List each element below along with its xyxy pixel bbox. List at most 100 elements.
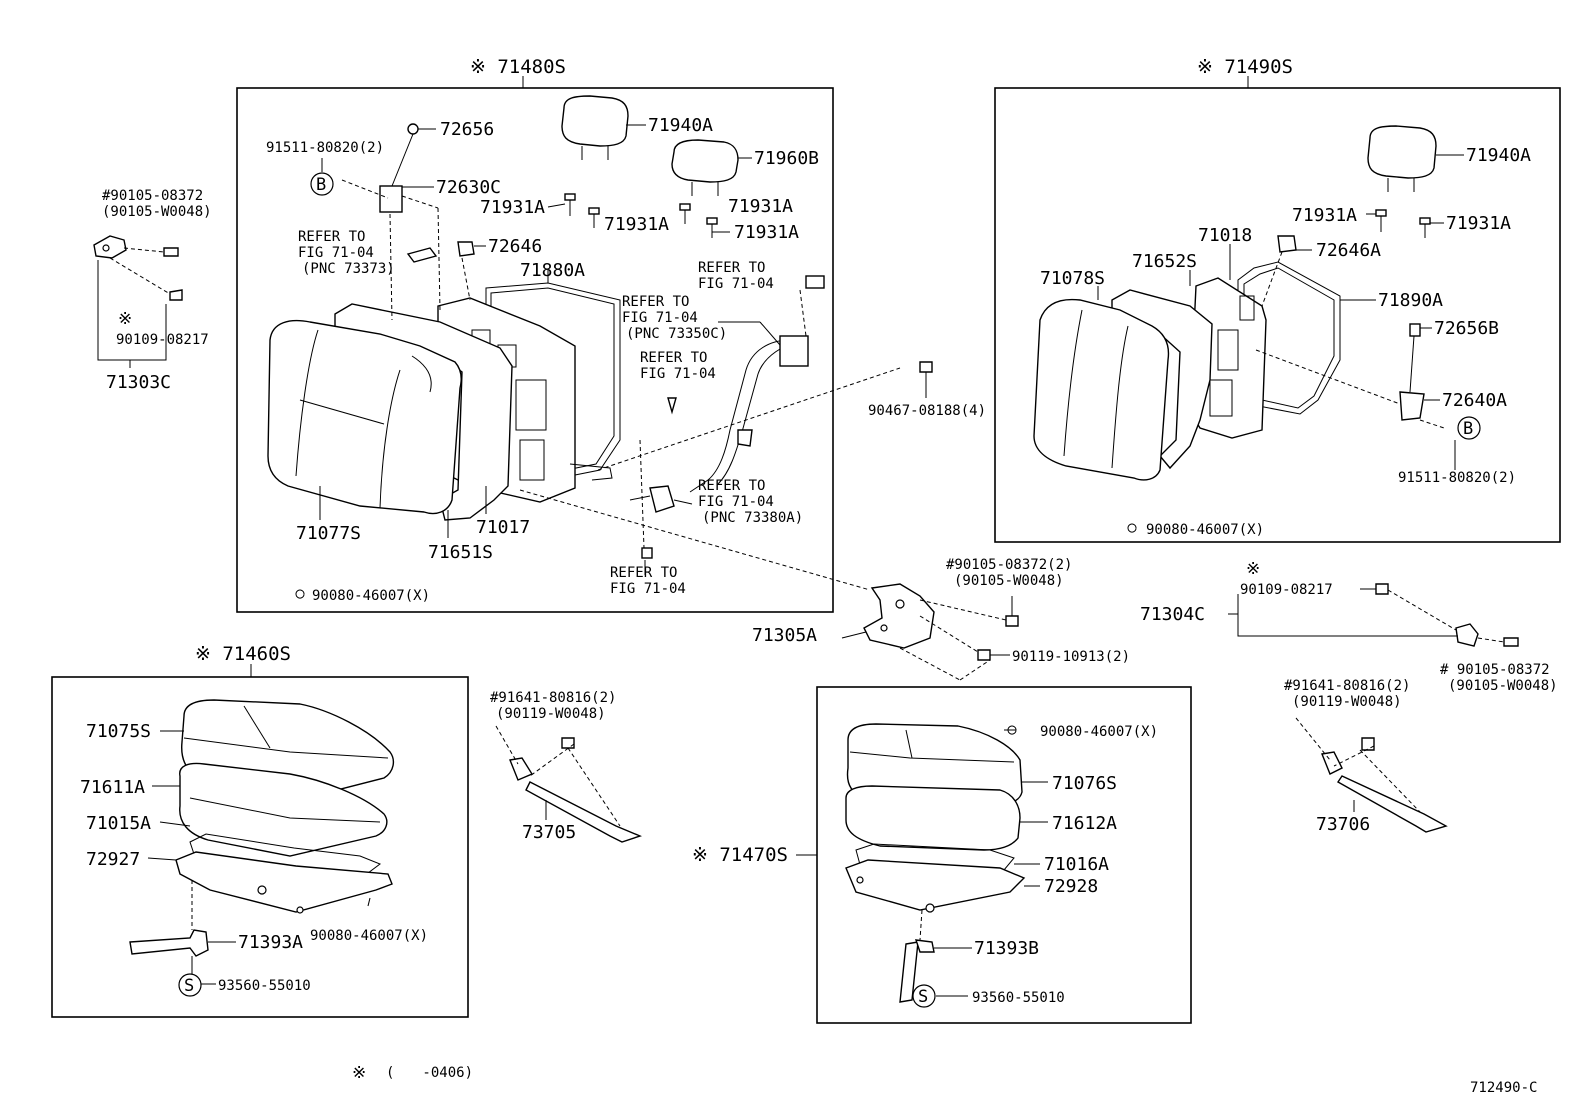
hinge-71305a: [863, 583, 935, 649]
svg-text:S: S: [918, 987, 928, 1007]
label-90119-w0048-left: (90119-W0048): [496, 706, 606, 722]
label-90467-08188: 90467-08188(4): [868, 403, 986, 419]
label-72656b: 72656B: [1434, 318, 1499, 339]
label-71931a-6: 71931A: [1446, 213, 1511, 234]
cushion-pad-71612a: [845, 785, 1021, 851]
label-90105-w0048-right: (90105-W0048): [1448, 678, 1558, 694]
label-71612a: 71612A: [1052, 813, 1117, 834]
marker-b-right: [1457, 416, 1481, 440]
label-71940a-rh: 71940A: [1466, 145, 1531, 166]
marker-b-left: [310, 172, 334, 196]
kome-mark-right: ※: [1246, 559, 1260, 579]
label-91641-80816-right: #91641-80816(2): [1284, 678, 1410, 694]
svg-text:FIG 71-04: FIG 71-04: [640, 366, 716, 382]
label-71611a: 71611A: [80, 777, 145, 798]
label-72646a: 72646A: [1316, 240, 1381, 261]
refer-note-6: REFER TO: [610, 565, 677, 581]
label-71880a: 71880A: [520, 260, 585, 281]
svg-text:FIG 71-04: FIG 71-04: [698, 494, 774, 510]
label-72646: 72646: [488, 236, 542, 257]
seatback-cover-71078s: [1033, 298, 1170, 481]
label-71960b: 71960B: [754, 148, 819, 169]
cover-72646: [457, 241, 475, 257]
label-91511-80820-right: 91511-80820(2): [1398, 470, 1516, 486]
label-73706: 73706: [1316, 814, 1370, 835]
label-71931a-5: 71931A: [1292, 205, 1357, 226]
label-91641-80816-left: #91641-80816(2): [490, 690, 616, 706]
label-71940a-lh: 71940A: [648, 115, 713, 136]
leader-lines-71490s: [1097, 154, 1464, 470]
box-71480s: [236, 87, 834, 613]
seat-belt-webbing: [689, 339, 791, 493]
label-71393a: 71393A: [238, 932, 303, 953]
label-71393b: 71393B: [974, 938, 1039, 959]
label-90119-10913: 90119-10913(2): [1012, 649, 1130, 665]
cushion-pad-71611a: [179, 762, 388, 857]
hook-71393b: [899, 941, 919, 1003]
group-title-71490s: ※ 71490S: [1197, 56, 1293, 78]
label-71931a-3: 71931A: [728, 196, 793, 217]
headrest-71940a-rh: [1367, 125, 1437, 179]
dashed-leaders-center: [899, 599, 1007, 681]
dashed-leaders-71490s: [1255, 251, 1445, 429]
bolt-90105-left: [163, 247, 179, 257]
headrest-71960b: [671, 139, 739, 183]
label-90080-46007-2: 90080-46007(X): [1146, 522, 1264, 538]
knob-72656b: [1409, 323, 1421, 337]
svg-text:FIG 71-04: FIG 71-04: [698, 276, 774, 292]
marker-s-left: [178, 973, 202, 997]
box-71460s: [51, 676, 469, 1018]
label-90080-46007-4: 90080-46007(X): [1040, 724, 1158, 740]
label-71931a-1: 71931A: [480, 197, 545, 218]
label-71652s: 71652S: [1132, 251, 1197, 272]
label-71077s: 71077S: [296, 523, 361, 544]
label-93560-55010-right: 93560-55010: [972, 990, 1065, 1006]
page-code: 712490-C: [1470, 1080, 1537, 1096]
label-71016a: 71016A: [1044, 854, 1109, 875]
refer-note-3: REFER TO: [622, 294, 689, 310]
label-93560-55010-left: 93560-55010: [218, 978, 311, 994]
marker-s-right: [912, 984, 936, 1008]
label-90105-w0048-left: (90105-W0048): [102, 204, 212, 220]
refer-note-4: REFER TO: [640, 350, 707, 366]
kome-mark-left: ※: [118, 309, 132, 329]
label-90080-46007-1: 90080-46007(X): [312, 588, 430, 604]
label-71015a: 71015A: [86, 813, 151, 834]
refer-note-2: REFER TO: [698, 260, 765, 276]
label-71890a: 71890A: [1378, 290, 1443, 311]
dashed-leaders-71480s: [341, 179, 901, 591]
headrest-support-71931a: [564, 193, 718, 238]
bolt-90109-left: [169, 289, 183, 301]
svg-text:S: S: [184, 976, 194, 996]
label-72656: 72656: [440, 119, 494, 140]
seatback-cover-71077s: [267, 319, 462, 515]
svg-text:(PNC 73373): (PNC 73373): [302, 261, 395, 277]
belt-retractor: [779, 335, 809, 367]
label-90080-46007-3: 90080-46007(X): [310, 928, 428, 944]
refer-note-1: REFER TO: [298, 229, 365, 245]
label-71075s: 71075S: [86, 721, 151, 742]
label-71304c: 71304C: [1140, 604, 1205, 625]
group-title-71480s: ※ 71480S: [470, 56, 566, 78]
label-71305a: 71305A: [752, 625, 817, 646]
label-90119-w0048-right: (90119-W0048): [1292, 694, 1402, 710]
label-71018: 71018: [1198, 225, 1252, 246]
svg-text:FIG 71-04: FIG 71-04: [610, 581, 686, 597]
lock-72630c: [379, 185, 403, 213]
lock-72640a: [1399, 391, 1425, 421]
label-90105-08372-center: #90105-08372(2): [946, 557, 1072, 573]
footnote-mark: ※: [352, 1063, 366, 1083]
label-71303c: 71303C: [106, 372, 171, 393]
label-90109-08217-right: 90109-08217: [1240, 582, 1333, 598]
leader-lines-71460s: [147, 730, 371, 985]
hook-71393a: [129, 929, 209, 957]
hinge-71304c: [1455, 623, 1479, 647]
buckle-73706: [1321, 751, 1343, 775]
cushion-board-72928: [845, 859, 1026, 911]
svg-text:FIG 71-04: FIG 71-04: [622, 310, 698, 326]
label-72630c: 72630C: [436, 177, 501, 198]
label-71931a-2: 71931A: [604, 214, 669, 235]
headrest-71940a-lh: [561, 95, 629, 147]
label-71078s: 71078S: [1040, 268, 1105, 289]
cushion-board-72927: [175, 851, 393, 913]
